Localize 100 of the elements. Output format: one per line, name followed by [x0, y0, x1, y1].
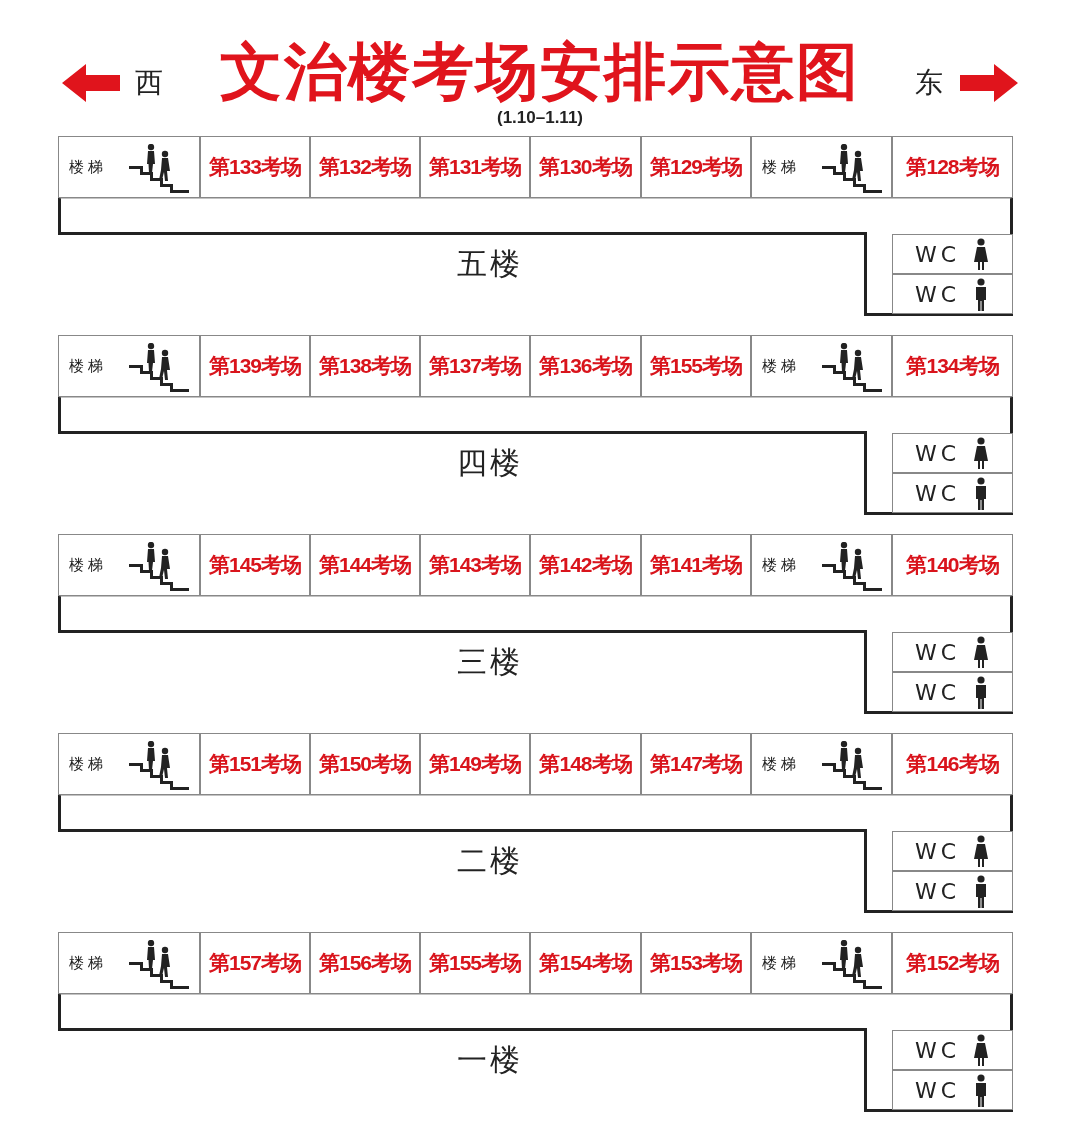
stair-label: 楼梯 — [69, 754, 107, 774]
floor-outline — [58, 534, 1013, 714]
floor-label: 四楼 — [456, 444, 524, 482]
room-cell — [310, 733, 420, 795]
stair-label: 楼梯 — [762, 754, 800, 774]
stair-label: 楼梯 — [69, 157, 107, 177]
room-cell — [310, 932, 420, 994]
room-label: 第131考场 — [428, 154, 521, 180]
room-cell — [892, 932, 1013, 994]
room-cell — [641, 932, 751, 994]
room-cell — [641, 136, 751, 198]
stair-cell — [58, 733, 200, 795]
room-label: 第133考场 — [208, 154, 301, 180]
room-label: 第129考场 — [649, 154, 742, 180]
restroom-label: WC — [915, 480, 961, 506]
room-cell — [310, 335, 420, 397]
restroom-label: WC — [915, 1077, 961, 1103]
restroom-cell — [892, 1030, 1013, 1070]
room-label: 第154考场 — [539, 950, 632, 976]
room-cell — [420, 335, 530, 397]
stair-cell — [58, 534, 200, 596]
restroom-label: WC — [915, 838, 961, 864]
stair-label: 楼梯 — [69, 555, 107, 575]
room-label: 第156考场 — [318, 950, 411, 976]
stair-label: 楼梯 — [69, 356, 107, 376]
floor-outline — [58, 136, 1013, 316]
floor-label: 五楼 — [456, 245, 524, 283]
room-cell — [530, 335, 641, 397]
room-label: 第157考场 — [208, 950, 301, 976]
room-cell — [420, 932, 530, 994]
stair-label: 楼梯 — [762, 356, 800, 376]
room-label: 第149考场 — [428, 751, 521, 777]
restroom-cell — [892, 831, 1013, 871]
room-label: 第138考场 — [318, 353, 411, 379]
room-label: 第141考场 — [649, 552, 742, 578]
stair-cell — [751, 335, 892, 397]
room-cell — [420, 534, 530, 596]
stair-cell — [58, 932, 200, 994]
room-label: 第143考场 — [428, 552, 521, 578]
restroom-label: WC — [915, 1037, 961, 1063]
floor-label: 三楼 — [456, 643, 524, 681]
room-label: 第152考场 — [906, 950, 999, 976]
restroom-cell — [892, 871, 1013, 911]
room-label: 第147考场 — [649, 751, 742, 777]
room-cell — [200, 534, 310, 596]
room-label: 第139考场 — [208, 353, 301, 379]
room-cell — [310, 136, 420, 198]
room-cell — [641, 335, 751, 397]
room-label: 第145考场 — [208, 552, 301, 578]
restroom-cell — [892, 672, 1013, 712]
room-cell — [200, 733, 310, 795]
room-label: 第128考场 — [906, 154, 999, 180]
room-cell — [530, 534, 641, 596]
stair-label: 楼梯 — [762, 555, 800, 575]
floor-label: 二楼 — [456, 842, 524, 880]
stair-cell — [58, 335, 200, 397]
room-cell — [892, 733, 1013, 795]
stair-cell — [751, 136, 892, 198]
room-cell — [641, 733, 751, 795]
room-label: 第155考场 — [428, 950, 521, 976]
restroom-label: WC — [915, 281, 961, 307]
title: 文治楼考场安排示意图 — [219, 34, 861, 110]
restroom-label: WC — [915, 639, 961, 665]
restroom-label: WC — [915, 241, 961, 267]
floor-label: 一楼 — [456, 1041, 524, 1079]
room-label: 第136考场 — [539, 353, 632, 379]
restroom-cell — [892, 274, 1013, 314]
room-cell — [530, 932, 641, 994]
room-cell — [310, 534, 420, 596]
room-cell — [420, 136, 530, 198]
room-cell — [892, 534, 1013, 596]
restroom-label: WC — [915, 440, 961, 466]
room-label: 第142考场 — [539, 552, 632, 578]
room-cell — [200, 136, 310, 198]
floor-outline — [58, 733, 1013, 913]
room-cell — [530, 733, 641, 795]
date-label: (1.10–1.11) — [496, 108, 584, 128]
direction-label: 东 — [915, 65, 943, 101]
stair-cell — [751, 534, 892, 596]
room-label: 第155考场 — [649, 353, 742, 379]
room-cell — [200, 335, 310, 397]
room-label: 第146考场 — [906, 751, 999, 777]
room-label: 第148考场 — [539, 751, 632, 777]
room-label: 第144考场 — [318, 552, 411, 578]
stair-cell — [58, 136, 200, 198]
room-label: 第132考场 — [318, 154, 411, 180]
restroom-cell — [892, 433, 1013, 473]
room-label: 第153考场 — [649, 950, 742, 976]
room-cell — [892, 136, 1013, 198]
direction-label: 西 — [135, 65, 163, 101]
restroom-cell — [892, 473, 1013, 513]
stair-label: 楼梯 — [762, 953, 800, 973]
room-cell — [200, 932, 310, 994]
room-cell — [420, 733, 530, 795]
restroom-label: WC — [915, 878, 961, 904]
restroom-cell — [892, 632, 1013, 672]
room-label: 第130考场 — [539, 154, 632, 180]
room-cell — [530, 136, 641, 198]
room-label: 第151考场 — [208, 751, 301, 777]
stair-cell — [751, 733, 892, 795]
